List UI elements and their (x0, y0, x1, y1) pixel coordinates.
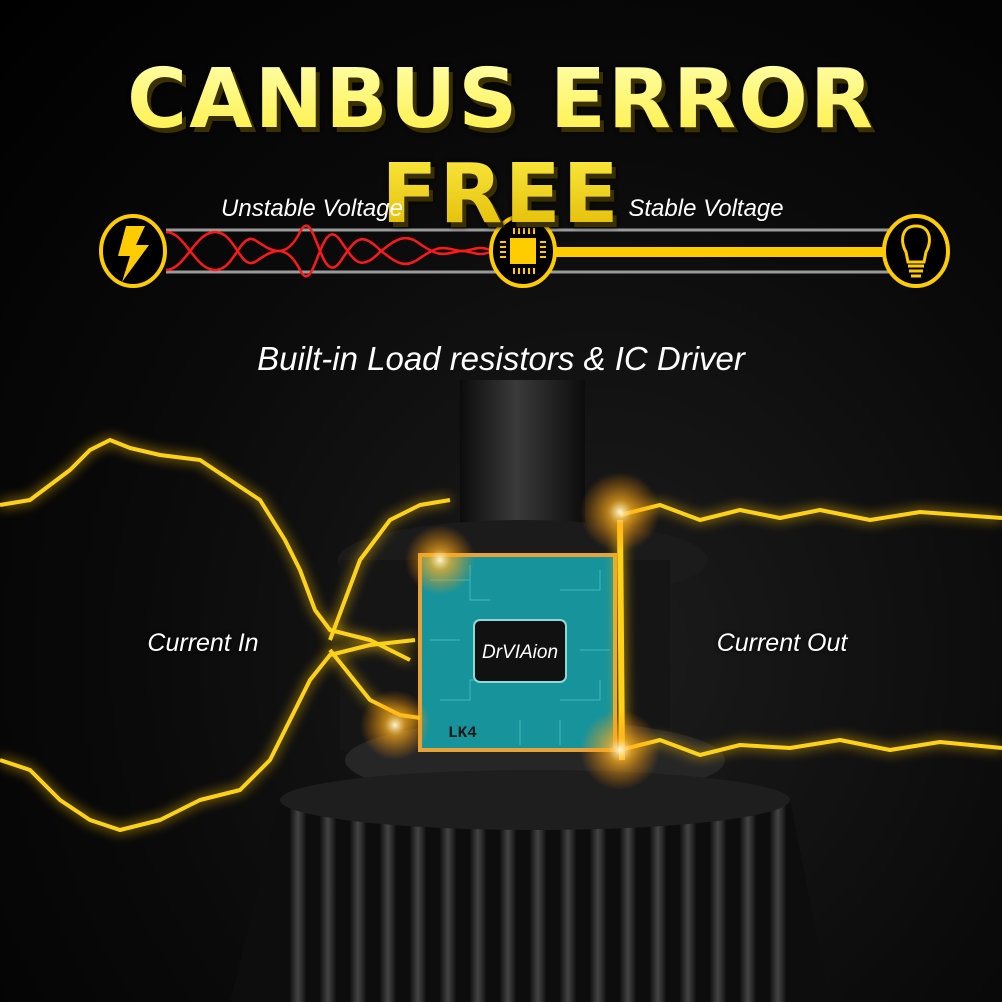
glow-flares (360, 472, 660, 790)
chip-icon (489, 214, 557, 288)
chip-marking: LK4 (448, 724, 477, 742)
bulb-icon (882, 214, 950, 288)
current-out-label: Current Out (716, 629, 848, 657)
subtitle: Built-in Load resistors & IC Driver (257, 340, 745, 377)
page-title: CANBUS ERROR FREE (0, 52, 1002, 242)
chip-logo: DrVIAion (482, 642, 558, 663)
unstable-voltage-label: Unstable Voltage (221, 195, 403, 222)
heatsink-fins (230, 770, 830, 1002)
current-in-label: Current In (147, 629, 259, 657)
stable-voltage-label: Stable Voltage (628, 195, 784, 222)
lightning-icon (99, 214, 167, 288)
unstable-wave (165, 224, 491, 278)
voltage-diagram (99, 214, 950, 288)
